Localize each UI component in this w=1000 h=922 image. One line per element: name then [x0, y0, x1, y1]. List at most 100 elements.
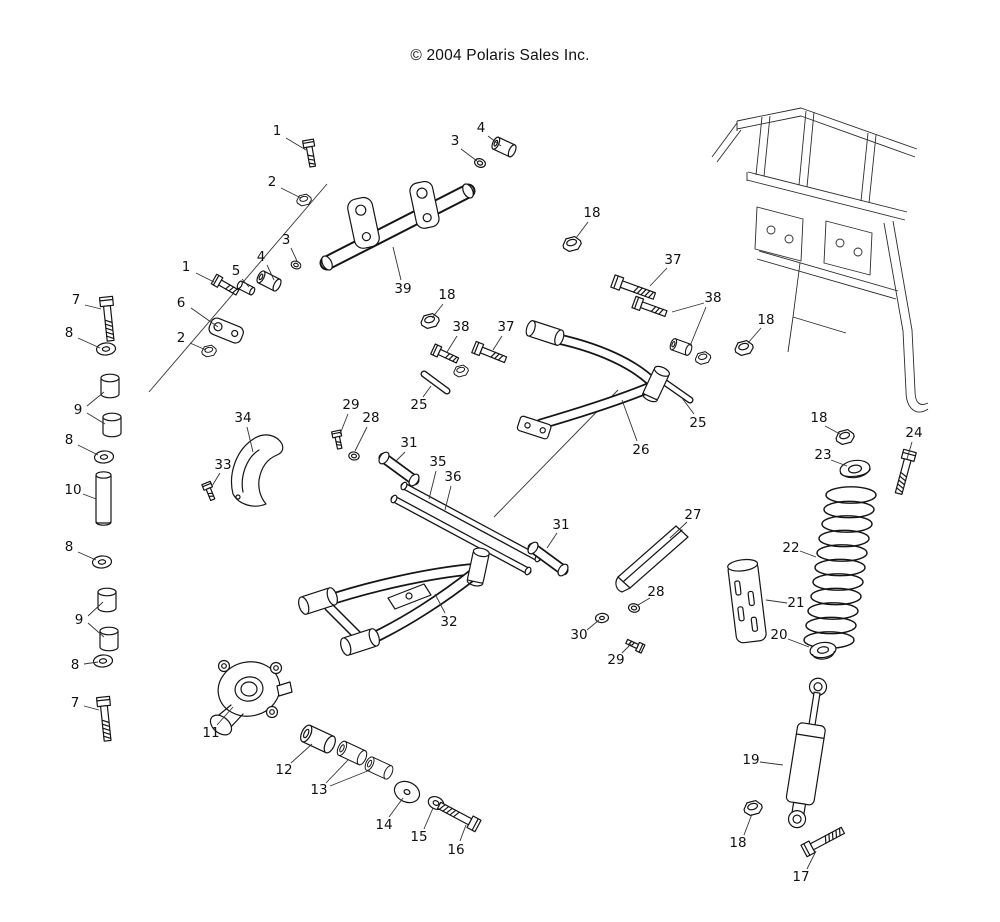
lock-nut-38	[452, 363, 470, 379]
leader-line	[290, 247, 298, 262]
washer-8	[92, 653, 114, 669]
callout-label-1: 1	[182, 259, 191, 275]
hex-bolt-7	[98, 295, 118, 343]
callout-label-25: 25	[689, 415, 706, 431]
pivot-shaft-31	[527, 541, 569, 577]
hex-bolt-38	[430, 343, 461, 366]
callout-label-38: 38	[452, 319, 469, 335]
callout-label-13: 13	[310, 782, 327, 798]
washer-8	[95, 341, 117, 357]
leader-line	[621, 643, 632, 654]
callout-label-22: 22	[782, 540, 799, 556]
callout-label-11: 11	[202, 725, 219, 741]
leader-line	[830, 459, 848, 467]
callout-label-17: 17	[792, 869, 809, 885]
callout-label-19: 19	[742, 752, 759, 768]
spring-retainer-23	[839, 459, 871, 479]
leader-line	[428, 470, 437, 500]
hex-nut-18	[561, 234, 583, 254]
callout-label-21: 21	[787, 595, 804, 611]
leader-line	[325, 759, 349, 784]
leader-line	[395, 451, 406, 462]
callout-label-3: 3	[451, 133, 460, 149]
spring-retainer-20	[809, 641, 837, 660]
callout-label-15: 15	[410, 829, 427, 845]
hex-bolt-17	[800, 824, 847, 858]
leader-line	[388, 797, 404, 818]
leader-line	[492, 335, 503, 351]
callout-label-35: 35	[429, 454, 446, 470]
leader-line	[546, 532, 558, 549]
leader-line	[431, 303, 444, 319]
tie-rod-36	[390, 494, 532, 576]
callout-label-29: 29	[607, 652, 624, 668]
callout-label-30: 30	[570, 627, 587, 643]
frame-illustration	[711, 107, 929, 413]
lower-a-arm	[298, 547, 490, 656]
callout-label-31: 31	[552, 517, 569, 533]
leader-line	[241, 278, 250, 288]
leader-line	[689, 306, 707, 347]
callout-label-9: 9	[75, 612, 84, 628]
callout-label-37: 37	[664, 252, 681, 268]
callout-label-12: 12	[275, 762, 292, 778]
callout-label-20: 20	[770, 627, 787, 643]
callout-label-18: 18	[438, 287, 455, 303]
leader-line	[77, 444, 99, 456]
leader-line	[747, 327, 762, 344]
leader-line	[649, 267, 668, 287]
hex-bolt-29	[330, 429, 345, 451]
callout-label-14: 14	[375, 817, 392, 833]
leader-line	[195, 272, 215, 283]
leader-line	[787, 638, 810, 648]
hex-bolt-1	[301, 138, 319, 169]
callout-label-38: 38	[704, 290, 721, 306]
leader-line	[77, 337, 101, 349]
hex-bolt-29	[624, 636, 646, 654]
callout-label-7: 7	[72, 292, 81, 308]
callout-label-10: 10	[64, 482, 81, 498]
bushing-9	[99, 626, 119, 652]
callout-label-2: 2	[268, 174, 277, 190]
callout-label-8: 8	[65, 539, 74, 555]
leader-line	[799, 550, 817, 558]
callout-label-25: 25	[410, 397, 427, 413]
leader-line	[86, 412, 106, 425]
bushing-12	[297, 722, 339, 756]
leader-line	[575, 221, 589, 239]
callout-label-8: 8	[65, 432, 74, 448]
leader-line	[434, 593, 446, 614]
leader-line	[759, 761, 784, 766]
callout-label-8: 8	[71, 657, 80, 673]
hex-bolt-37	[610, 274, 658, 303]
hex-nut-2	[200, 343, 218, 359]
callout-label-2: 2	[177, 330, 186, 346]
leader-line	[765, 599, 788, 604]
callout-label-34: 34	[234, 410, 251, 426]
leader-line	[392, 246, 402, 281]
leader-line	[906, 441, 913, 460]
leader-line	[459, 824, 467, 842]
bushing-4	[489, 135, 519, 159]
support-strap	[615, 525, 689, 593]
leader-line	[285, 137, 307, 151]
leader-line	[82, 493, 97, 500]
washer-28	[347, 450, 361, 462]
shock-canister	[727, 558, 767, 644]
hex-bolt-7	[95, 695, 115, 743]
leader-line	[83, 705, 100, 711]
tie-rod-35	[400, 481, 542, 563]
pivot-pin-25	[420, 370, 451, 395]
leader-line	[586, 619, 600, 631]
washer-3	[472, 156, 488, 170]
leader-line	[637, 597, 651, 606]
spacer-5	[235, 279, 257, 297]
hex-nut-18	[834, 427, 856, 447]
leader-line	[444, 485, 452, 511]
callout-label-4: 4	[257, 249, 266, 265]
hex-nut-18	[733, 338, 755, 358]
stud-38	[668, 337, 694, 357]
bushing-9	[102, 412, 122, 438]
leader-line	[669, 521, 688, 539]
